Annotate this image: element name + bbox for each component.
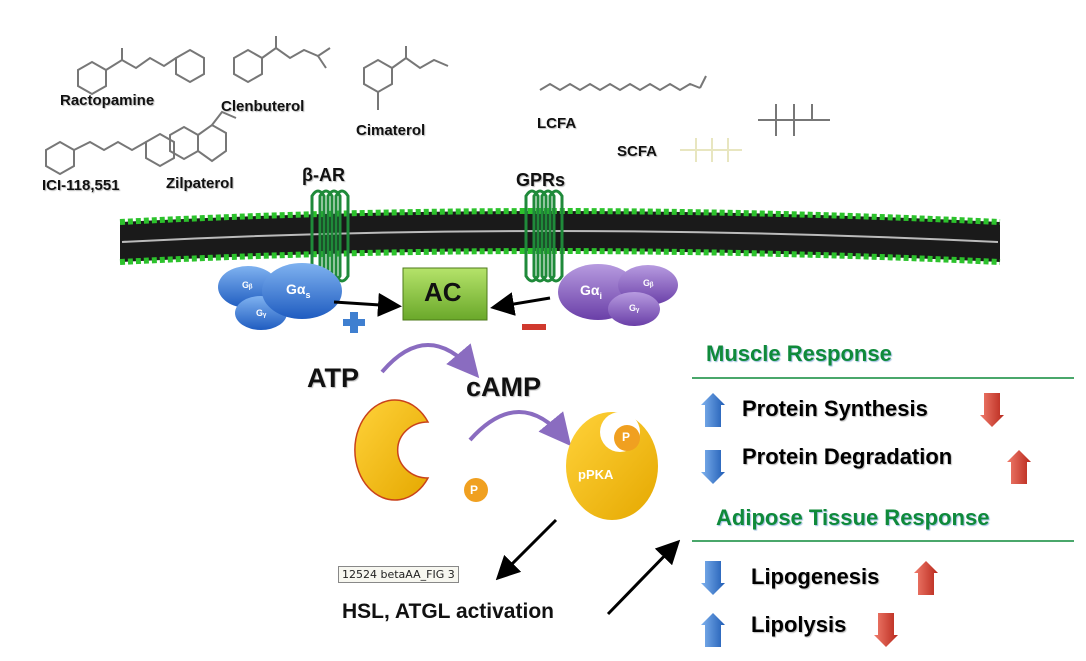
atp-label: ATP: [307, 363, 359, 393]
zilpaterol-label: Zilpaterol: [166, 175, 234, 192]
p-free-label: P: [470, 483, 479, 497]
up-arrow-icon: [1007, 450, 1031, 484]
up-arrow-icon: [701, 613, 725, 647]
ppka-to-hsl-arrow: [495, 518, 558, 581]
lcfa-structure: [539, 75, 707, 92]
adipose-item-0: Lipogenesis: [751, 564, 880, 589]
inhibit-minus-icon: [522, 324, 546, 330]
scfa-structure: [680, 138, 742, 162]
down-arrow-icon: [701, 450, 725, 484]
ractopamine-label: Ractopamine: [60, 92, 155, 109]
gi-to-ac-arrow: [490, 292, 551, 316]
gpr-receptor: [524, 189, 564, 283]
gs-alpha-label: Gαs: [286, 281, 311, 300]
muscle-response-title: Muscle Response: [706, 341, 892, 366]
gs-gamma-label: Gᵧ: [256, 308, 267, 318]
phosphate-bound: [614, 425, 640, 451]
figure-caption-tag: 12524 betaAA_FIG 3: [338, 566, 459, 583]
muscle-item-1: Protein Degradation: [742, 444, 953, 469]
cimaterol-label: Cimaterol: [356, 122, 426, 139]
pka-to-ppka-arrow: [468, 410, 572, 447]
adipose-response-title: Adipose Tissue Response: [716, 505, 990, 530]
ac-label: AC: [424, 277, 462, 307]
scfa-label: SCFA: [617, 143, 658, 160]
gi-beta-label: Gᵦ: [643, 278, 654, 288]
camp-label: cAMP: [466, 372, 542, 402]
phosphate-free: [464, 478, 488, 502]
ici-label: ICI-118,551: [42, 177, 120, 194]
gs-to-ac-arrow: [333, 292, 402, 317]
muscle-item-0: Protein Synthesis: [742, 396, 928, 421]
ici-structure: [45, 132, 175, 176]
atp-to-camp-arrow: [380, 343, 480, 379]
clenbuterol-structure: [233, 36, 331, 84]
butyrate-structure: [758, 104, 830, 136]
up-arrow-icon: [914, 561, 938, 595]
gi-protein: [558, 264, 678, 326]
gs-beta-label: Gᵦ: [242, 280, 253, 290]
cell-membrane: [119, 208, 1001, 265]
lcfa-label: LCFA: [537, 115, 577, 132]
pka-shape: [354, 399, 430, 501]
zilpaterol-structure: [169, 110, 237, 163]
up-arrow-icon: [701, 393, 725, 427]
ppka-label: pPKA: [578, 467, 614, 482]
down-arrow-icon: [980, 393, 1004, 427]
cimaterol-structure: [363, 46, 449, 110]
adipose-item-1: Lipolysis: [751, 612, 847, 637]
response-arrows: [701, 393, 1031, 647]
clenbuterol-label: Clenbuterol: [221, 98, 305, 115]
gs-protein: [218, 263, 342, 330]
down-arrow-icon: [874, 613, 898, 647]
gprs-label: GPRs: [516, 170, 566, 190]
gi-alpha-label: Gαi: [580, 282, 603, 301]
stimulate-plus-icon: [343, 312, 365, 333]
ractopamine-structure: [77, 48, 205, 96]
ac-box: [402, 267, 488, 321]
hsl-to-response-arrow: [606, 539, 681, 616]
beta-ar-label: β-AR: [302, 165, 345, 185]
hsl-atgl-label: HSL, ATGL activation: [342, 600, 554, 623]
pka-label: PKA: [400, 437, 428, 452]
gi-gamma-label: Gᵧ: [629, 303, 640, 313]
p-bound-label: P: [622, 430, 631, 444]
down-arrow-icon: [701, 561, 725, 595]
